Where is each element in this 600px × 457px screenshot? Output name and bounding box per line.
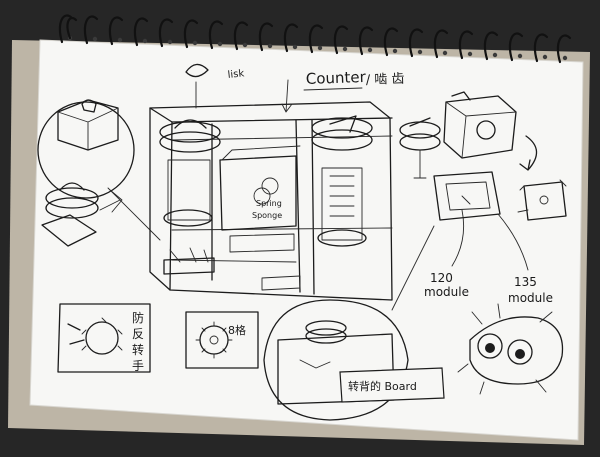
anti-char-2: 反: [132, 327, 144, 341]
module-120-box: [433, 171, 501, 221]
module-135-number: 135: [514, 275, 537, 289]
spring-label: Spring: [256, 199, 282, 208]
module-135-leader: [497, 213, 529, 271]
anti-reverse-box: [57, 303, 151, 373]
cabinet-sketch: [149, 63, 393, 301]
counter-label: Counter: [306, 68, 367, 88]
module-120-number: 120: [430, 271, 453, 285]
gear-8-box: [185, 311, 259, 369]
anti-char-3: 转: [132, 342, 144, 357]
counter-underline: [303, 87, 363, 91]
sponge-label: Sponge: [252, 211, 282, 220]
leader-line: [107, 187, 161, 241]
anti-char-1: 防: [132, 310, 144, 325]
module-120-word: module: [424, 285, 469, 299]
module-120-leader: [451, 209, 465, 267]
board-label-box: [339, 367, 445, 403]
spiral-binding: [58, 14, 572, 64]
curved-arrow: [519, 135, 538, 171]
gear-8-label: 8格: [228, 323, 246, 337]
camera-sketch: [443, 91, 517, 159]
module-135-word: module: [508, 291, 553, 305]
board-label: 转背的 Board: [348, 379, 417, 393]
module-135-box: [517, 179, 567, 221]
top-note-label: lisk: [227, 68, 245, 81]
creature-doodle: [457, 303, 564, 395]
counter-cn-label: / 啮 齿: [366, 72, 405, 88]
anti-char-4: 手: [132, 359, 144, 373]
paper-page: [29, 39, 584, 441]
turntable-right: [399, 117, 441, 179]
detail-circle-left: [37, 99, 135, 199]
mini-turntable-left: [41, 182, 123, 247]
binding-holes: [67, 35, 568, 61]
